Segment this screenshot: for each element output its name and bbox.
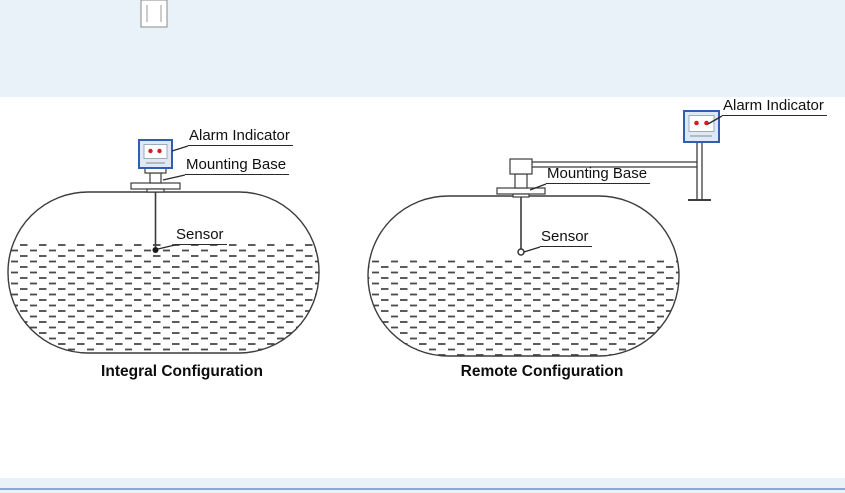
- integral-leader-lines: [157, 145, 189, 250]
- integral-alarm-indicator: [138, 139, 173, 169]
- integral-tank-liquid: [8, 241, 319, 353]
- label-alarm-indicator-remote: Alarm Indicator: [722, 97, 827, 116]
- integral-sensor-probe: [152, 192, 159, 253]
- alarm-lamp: [704, 120, 709, 126]
- remote-conduit: [532, 161, 697, 168]
- remote-sensor-probe: [517, 197, 525, 256]
- integral-diagram: [7, 139, 320, 354]
- alarm-lamp: [148, 148, 153, 154]
- remote-indicator-stand: [688, 142, 711, 201]
- bottom-divider: [0, 488, 845, 490]
- label-mounting-base-integral: Mounting Base: [185, 156, 290, 175]
- cropped-fitting-artifact: [140, 0, 168, 28]
- remote-leader-lines: [523, 115, 723, 253]
- remote-alarm-indicator: [683, 110, 720, 143]
- integral-mounting-base: [130, 167, 181, 193]
- caption-integral-configuration: Integral Configuration: [101, 363, 263, 380]
- label-sensor-integral: Sensor: [175, 226, 227, 245]
- remote-tank-liquid: [368, 257, 679, 356]
- alarm-lamp: [157, 148, 162, 154]
- label-mounting-base-remote: Mounting Base: [546, 165, 651, 184]
- label-alarm-indicator-integral: Alarm Indicator: [188, 127, 293, 146]
- label-sensor-remote: Sensor: [540, 228, 592, 247]
- remote-diagram: [367, 110, 723, 357]
- remote-mounting-base: [496, 158, 546, 198]
- caption-remote-configuration: Remote Configuration: [460, 363, 624, 380]
- alarm-lamp: [694, 120, 699, 126]
